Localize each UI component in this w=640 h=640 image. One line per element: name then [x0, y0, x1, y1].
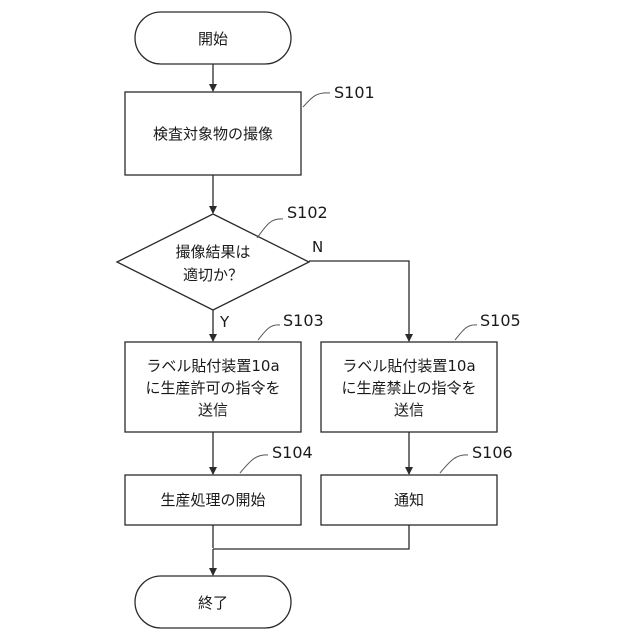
s102-decision-diamond — [117, 214, 309, 310]
s105-step-number: S105 — [480, 311, 521, 330]
s104-leader-line — [240, 455, 268, 473]
s102-leader-line — [257, 219, 283, 238]
s105-label-line3: 送信 — [394, 401, 424, 419]
branch-no-label: N — [312, 238, 323, 256]
s101-label: 検査対象物の撮像 — [153, 125, 273, 143]
s105-label-line2: に生産禁止の指令を — [341, 379, 476, 397]
s105-label-line1: ラベル貼付装置10a — [342, 357, 475, 375]
s103-step-number: S103 — [283, 311, 324, 330]
start-label: 開始 — [198, 30, 228, 48]
s102-label-line2: 適切か？ — [183, 266, 243, 284]
s104-label: 生産処理の開始 — [160, 491, 265, 509]
end-label: 終了 — [198, 594, 228, 612]
s106-label: 通知 — [394, 491, 424, 509]
s103-label-line3: 送信 — [198, 401, 228, 419]
s101-leader-line — [303, 93, 330, 107]
s104-step-number: S104 — [272, 443, 313, 462]
s103-label-line2: に生産許可の指令を — [145, 379, 280, 397]
branch-yes-label: Y — [219, 313, 230, 331]
s105-leader-line — [455, 325, 477, 340]
s103-label-line1: ラベル貼付装置10a — [146, 357, 279, 375]
s106-step-number: S106 — [472, 443, 513, 462]
arrow-s102-to-s105 — [309, 261, 409, 341]
s101-step-number: S101 — [334, 83, 375, 102]
s102-step-number: S102 — [287, 203, 328, 222]
line-s106-merge — [213, 525, 409, 549]
s102-label-line1: 撮像結果は — [175, 243, 250, 261]
s106-leader-line — [440, 455, 468, 473]
s103-leader-line — [258, 325, 280, 340]
